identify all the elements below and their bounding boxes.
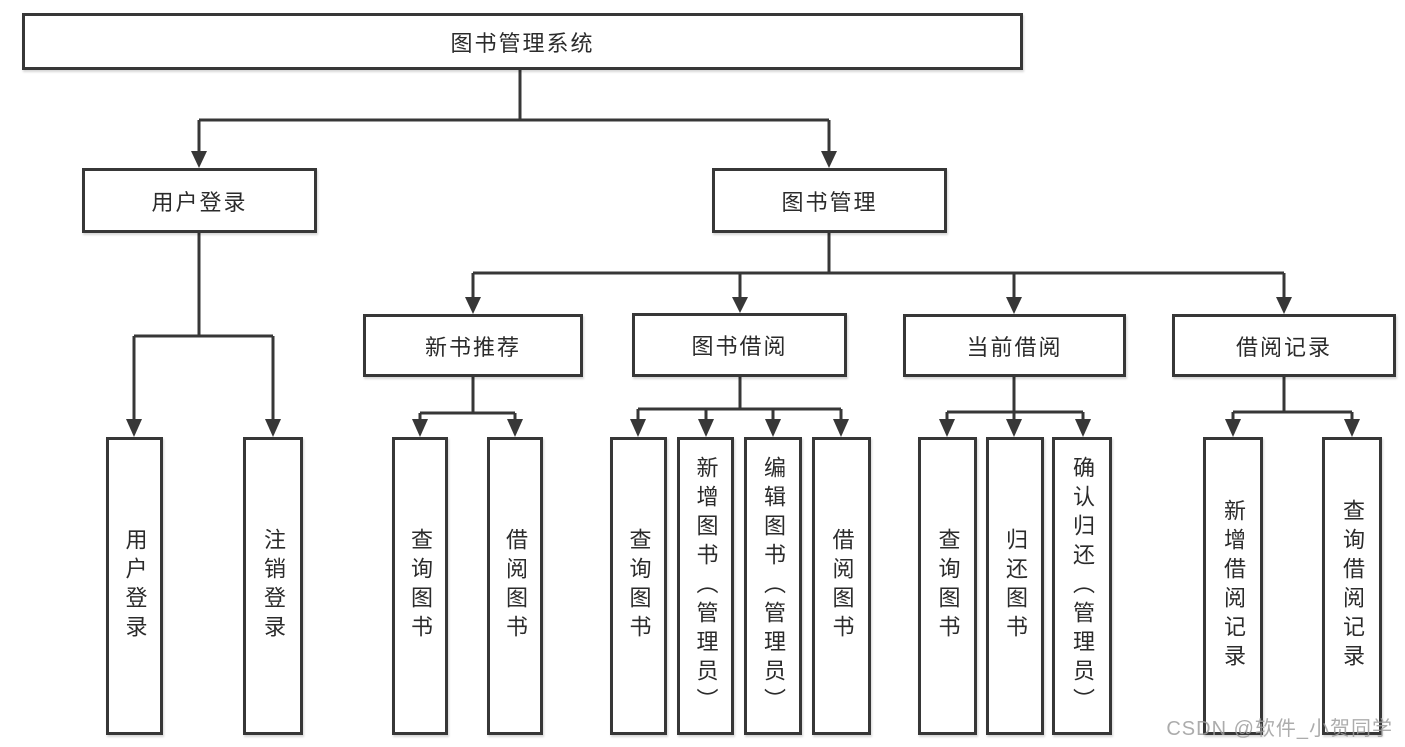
- node-book-borrow: 图书借阅: [632, 313, 847, 377]
- csdn-watermark: CSDN @软件_小贺同学: [1166, 718, 1393, 740]
- leaf-query-borrow-record: 查询借阅记录: [1322, 437, 1382, 735]
- leaf-logout: 注销登录: [243, 437, 303, 735]
- node-borrow-records: 借阅记录: [1172, 314, 1396, 377]
- node-user-login-branch: 用户登录: [82, 168, 317, 233]
- leaf-query-books-current: 查询图书: [918, 437, 977, 735]
- node-current-borrow: 当前借阅: [903, 314, 1126, 377]
- arrowheads: [126, 151, 1360, 437]
- leaf-edit-books-admin: 编辑图书（管理员）: [744, 437, 802, 735]
- leaf-user-login: 用户登录: [106, 437, 163, 735]
- leaf-add-borrow-record: 新增借阅记录: [1203, 437, 1263, 735]
- leaf-query-books-recommend: 查询图书: [392, 437, 448, 735]
- leaf-query-books-borrow: 查询图书: [610, 437, 667, 735]
- leaf-borrow-books-recommend: 借阅图书: [487, 437, 543, 735]
- leaf-borrow-books: 借阅图书: [812, 437, 871, 735]
- leaf-add-books-admin: 新增图书（管理员）: [677, 437, 734, 735]
- node-root: 图书管理系统: [22, 13, 1023, 70]
- leaf-confirm-return-admin: 确认归还（管理员）: [1052, 437, 1112, 735]
- node-book-management: 图书管理: [712, 168, 947, 233]
- node-new-book-recommend: 新书推荐: [363, 314, 583, 377]
- leaf-return-books: 归还图书: [986, 437, 1044, 735]
